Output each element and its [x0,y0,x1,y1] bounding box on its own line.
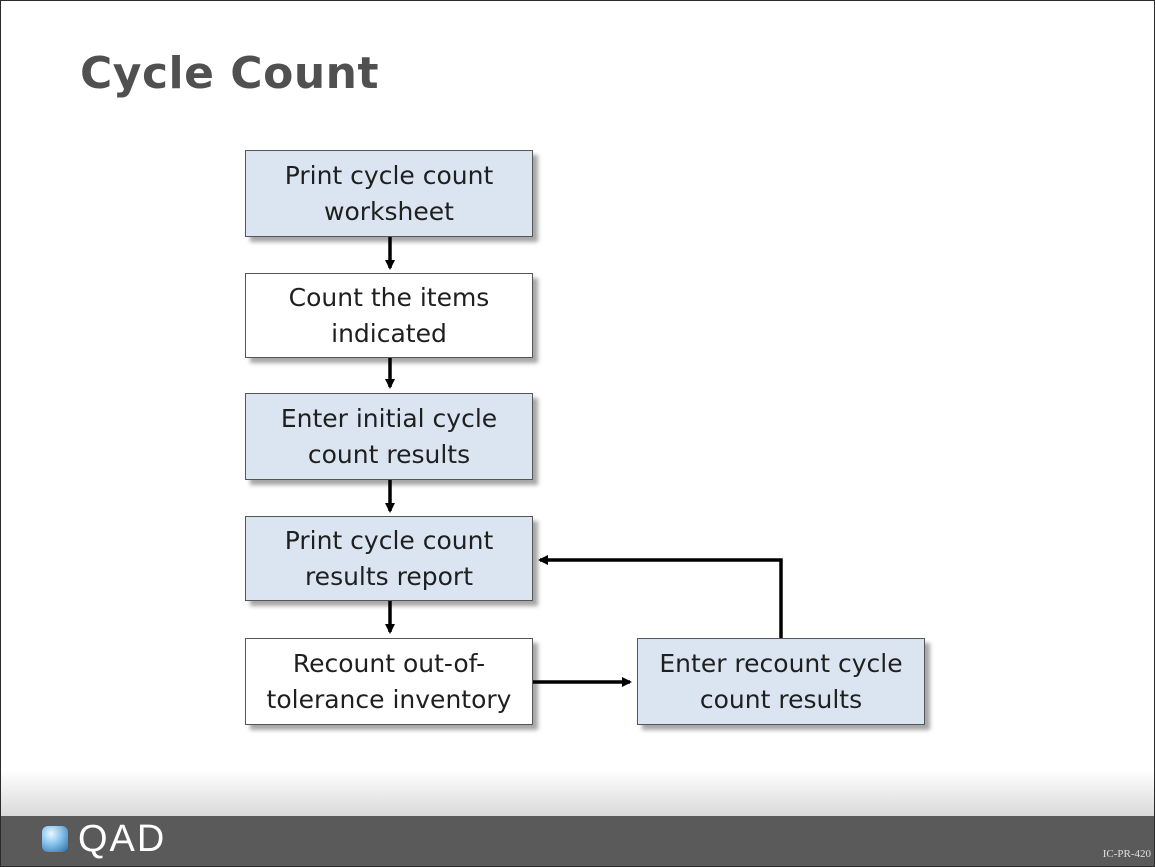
footer-code: IC-PR-420 [1102,848,1151,860]
step-enter-recount-line-2: count results [699,684,863,714]
step-recount-line-1: Recount out-of- [292,648,486,678]
step-print-results: Print cycle count results report [245,516,533,601]
logo-text: QAD [78,818,167,860]
footer-bar [0,816,1155,867]
qad-logo-icon [42,826,68,852]
arrow-enter-recount-to-print-results [538,555,783,638]
step-enter-recount-line-1: Enter recount cycle [659,648,903,678]
slide-title: Cycle Count [80,48,379,99]
footer-gradient [0,770,1155,816]
step-enter-initial: Enter initial cycle count results [245,393,533,480]
step-print-worksheet-line-2: worksheet [324,196,454,226]
step-count-items-line-1: Count the items [288,282,490,312]
step-enter-initial-line-1: Enter initial cycle [280,403,498,433]
step-enter-recount: Enter recount cycle count results [637,638,925,725]
step-print-worksheet: Print cycle count worksheet [245,150,533,237]
step-count-items: Count the items indicated [245,273,533,358]
step-print-results-line-2: results report [304,561,474,591]
step-print-results-line-1: Print cycle count [284,525,494,555]
step-count-items-line-2: indicated [331,318,447,348]
step-recount-line-2: tolerance inventory [266,684,512,714]
step-recount: Recount out-of- tolerance inventory [245,638,533,725]
step-enter-initial-line-2: count results [307,439,471,469]
step-print-worksheet-line-1: Print cycle count [284,160,494,190]
